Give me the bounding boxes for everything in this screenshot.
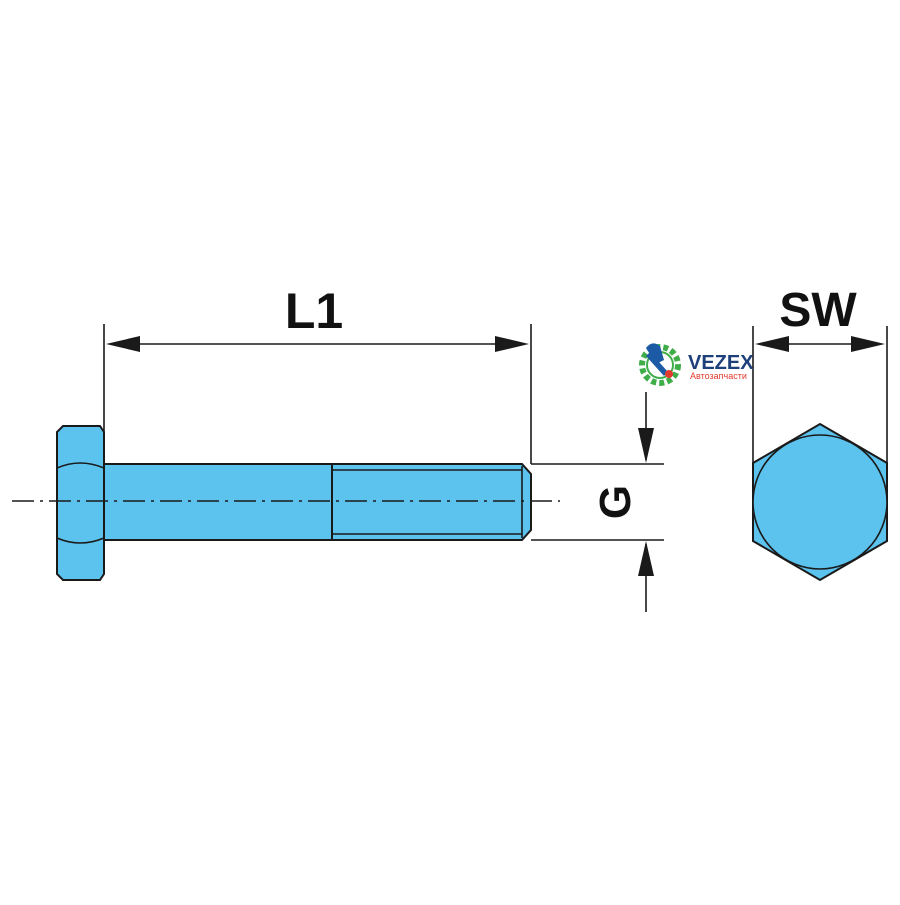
thread-dimension [531,392,664,612]
vezex-logo-icon [639,343,681,386]
vezex-logo: VEZEX Автозапчасти [639,343,754,386]
length-dimension [103,324,532,464]
thread-lines [331,466,523,538]
arrowhead-down [638,428,654,463]
arrowhead-right [495,336,529,352]
thread-label: G [591,485,640,519]
arrowhead-up [638,541,654,576]
arrowhead-left [106,336,140,352]
bolt-head-facets [56,462,105,544]
logo-tagline: Автозапчасти [690,371,747,381]
hex-end-view [752,422,888,582]
arrowhead-sw-left [755,336,789,352]
wrench-size-dimension [752,326,888,463]
bolt-shank [103,463,333,541]
logo-name: VEZEX [688,352,754,374]
bolt-side-view [56,425,532,581]
length-label: L1 [285,283,343,339]
bolt-head [56,425,105,581]
wrench-size-label: SW [779,284,857,337]
arrowhead-sw-right [851,336,885,352]
bolt-thread [331,463,532,541]
bearing-face-circle [752,434,888,570]
